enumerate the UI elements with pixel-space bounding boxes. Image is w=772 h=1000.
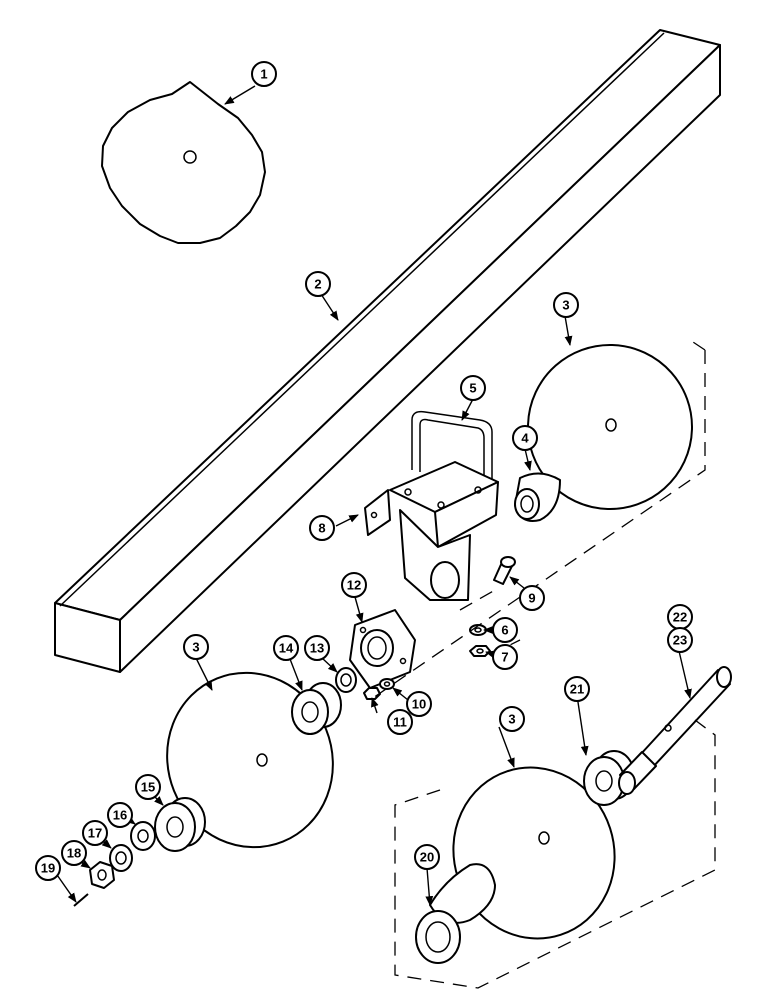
callout-12: 12 (341, 572, 367, 598)
callout-17: 17 (82, 820, 108, 846)
callout-3-left: 3 (183, 634, 209, 660)
callout-1: 1 (251, 61, 277, 87)
svg-text:9: 9 (528, 591, 535, 606)
callout-4: 4 (512, 425, 538, 451)
svg-text:23: 23 (673, 633, 687, 648)
leader-lines (54, 85, 692, 906)
callout-20: 20 (414, 844, 440, 870)
cotter-pin-part-19 (73, 893, 89, 907)
nut-part-11 (363, 687, 381, 700)
callout-23: 23 (667, 627, 693, 653)
svg-text:22: 22 (673, 610, 687, 625)
svg-text:3: 3 (562, 298, 569, 313)
flange-bearing-part-12 (349, 609, 416, 689)
svg-text:16: 16 (113, 808, 127, 823)
callout-8: 8 (309, 515, 335, 541)
svg-text:18: 18 (67, 846, 81, 861)
assembly-line-upper (369, 339, 706, 701)
callout-13: 13 (304, 635, 330, 661)
callout-9: 9 (519, 585, 545, 611)
callout-5: 5 (460, 375, 486, 401)
svg-text:19: 19 (41, 861, 55, 876)
svg-text:4: 4 (521, 431, 529, 446)
callout-16: 16 (107, 802, 133, 828)
spacer-part-15 (154, 797, 206, 852)
bearing-hanger-part-8 (364, 461, 499, 601)
callout-3-lower: 3 (499, 706, 525, 732)
axle-bolt-part-22-23 (618, 666, 732, 795)
callout-19: 19 (35, 855, 61, 881)
callout-2: 2 (305, 271, 331, 297)
spool-part-4 (514, 472, 561, 522)
callout-6: 6 (492, 617, 518, 643)
callout-18: 18 (61, 840, 87, 866)
svg-text:8: 8 (318, 521, 325, 536)
concave-disc-upper (527, 344, 693, 510)
callout-3: 3 (553, 292, 579, 318)
callout-7: 7 (492, 644, 518, 670)
svg-text:14: 14 (279, 641, 294, 656)
gang-bar-part (54, 29, 721, 673)
svg-text:7: 7 (501, 650, 508, 665)
washer-part-16 (130, 821, 156, 851)
assembly-line-lower (394, 719, 716, 989)
notched-disc-blade-part (101, 81, 266, 244)
svg-text:3: 3 (508, 712, 515, 727)
callout-10: 10 (406, 691, 432, 717)
svg-text:20: 20 (420, 850, 434, 865)
bolt-part-9 (493, 556, 516, 585)
callout-22: 22 (667, 604, 693, 630)
u-bolt-part-5 (411, 410, 493, 495)
assembly-line-bolts (459, 589, 496, 611)
svg-text:17: 17 (88, 826, 102, 841)
svg-text:10: 10 (412, 697, 426, 712)
callout-15: 15 (135, 774, 161, 800)
svg-text:1: 1 (260, 67, 267, 82)
spool-part-14 (291, 682, 342, 735)
nut-part-7 (469, 645, 491, 657)
svg-text:5: 5 (469, 381, 476, 396)
callout-21: 21 (564, 676, 590, 702)
washer-part-17 (109, 844, 133, 872)
svg-text:12: 12 (347, 578, 361, 593)
svg-text:6: 6 (501, 623, 508, 638)
spool-part-20 (415, 863, 496, 964)
svg-text:15: 15 (141, 780, 155, 795)
svg-text:11: 11 (393, 715, 407, 730)
callout-11: 11 (387, 709, 413, 735)
castle-nut-part-18 (89, 861, 115, 889)
callout-14: 14 (273, 635, 299, 661)
svg-text:21: 21 (570, 682, 584, 697)
svg-text:3: 3 (192, 640, 199, 655)
svg-text:2: 2 (314, 277, 321, 292)
washer-part-10 (379, 678, 395, 690)
sleeve-part-13 (335, 667, 357, 693)
svg-text:13: 13 (310, 641, 324, 656)
